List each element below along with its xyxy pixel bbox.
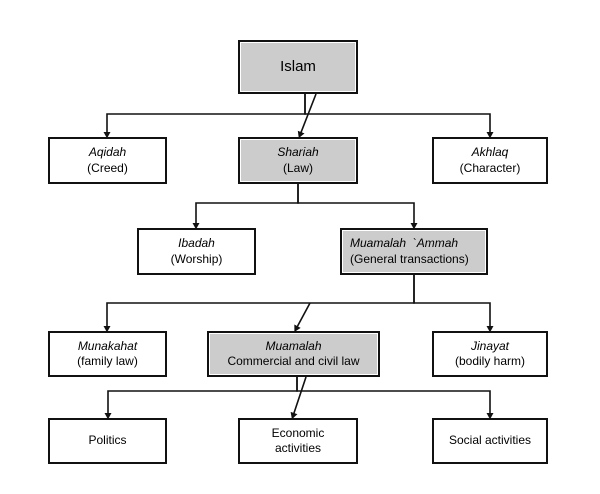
node-islam: Islam: [238, 40, 358, 94]
edge-muamalah-ammah-to-muamalah: [294, 302, 311, 332]
node-jinayat: Jinayat(bodily harm): [432, 331, 548, 377]
node-muamalah-ammah: Muamalah `Ammah(General transactions): [340, 228, 488, 275]
node-akhlaq-line-1: Akhlaq: [471, 145, 509, 160]
node-economic-activities-line-2: activities: [274, 441, 321, 455]
edge-muamalah-to-social-activities: [296, 377, 494, 420]
edge-muamalah-to-politics: [104, 377, 298, 420]
node-jinayat-line-1: Jinayat: [470, 338, 510, 353]
node-munakahat: Munakahat(family law): [48, 331, 167, 377]
node-politics-line-1: Politics: [88, 433, 127, 448]
node-muamalah-ammah-line-1: Muamalah `Ammah: [350, 236, 459, 251]
node-muamalah-line-2: Commercial and civil law: [227, 354, 360, 368]
node-ibadah-line-2: (Worship): [170, 251, 223, 266]
node-aqidah: Aqidah(Creed): [48, 137, 167, 184]
node-munakahat-line-1: Munakahat: [77, 338, 138, 353]
node-muamalah-line-1: Muamalah: [265, 338, 322, 353]
edge-muamalah-ammah-to-jinayat: [413, 275, 494, 333]
edge-muamalah-ammah-to-munakahat: [103, 275, 415, 333]
node-jinayat-line-2: (bodily harm): [454, 354, 526, 368]
node-shariah-line-2: (Law): [282, 160, 313, 175]
node-social-activities-line-1: Social activities: [448, 433, 532, 448]
edge-islam-to-shariah: [297, 93, 317, 139]
edge-islam-to-aqidah: [103, 94, 306, 139]
node-munakahat-line-2: (family law): [77, 354, 138, 368]
node-akhlaq-line-2: (Character): [459, 160, 521, 175]
node-aqidah-line-1: Aqidah: [88, 145, 127, 160]
node-ibadah: Ibadah(Worship): [137, 228, 256, 275]
edge-shariah-to-muamalah-ammah: [297, 184, 418, 230]
node-akhlaq: Akhlaq(Character): [432, 137, 548, 184]
node-economic-activities-line-1: Economic: [271, 425, 325, 440]
node-islam-line-1: Islam: [280, 58, 316, 76]
node-politics: Politics: [48, 418, 167, 464]
node-ibadah-line-1: Ibadah: [178, 236, 215, 251]
node-shariah: Shariah(Law): [238, 137, 358, 184]
edge-shariah-to-ibadah: [192, 184, 299, 230]
node-muamalah-ammah-line-2: (General transactions): [350, 251, 469, 266]
node-shariah-line-1: Shariah: [277, 145, 319, 160]
node-social-activities: Social activities: [432, 418, 548, 464]
edge-muamalah-to-economic-activities: [290, 376, 307, 420]
edge-islam-to-akhlaq: [304, 94, 494, 139]
node-aqidah-line-2: (Creed): [87, 160, 128, 175]
